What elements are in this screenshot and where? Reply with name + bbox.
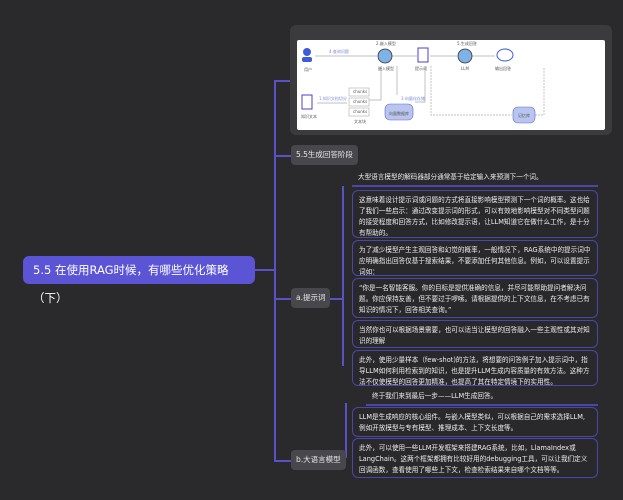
svg-text:chunks: chunks: [353, 89, 367, 94]
svg-text:输出回答: 输出回答: [495, 65, 511, 71]
connector: [274, 155, 291, 157]
embedding-model-icon: [377, 48, 393, 64]
svg-text:chunks: chunks: [353, 109, 367, 114]
connector: [255, 269, 274, 271]
svg-text:文本块: 文本块: [354, 118, 366, 124]
prompt-item[interactable]: 为了减少模型产生主观回答和幻觉的概率，一般情况下，RAG系统中的提示词中应明确指…: [352, 240, 598, 276]
connector: [345, 403, 347, 458]
svg-text:1.知识文档切分: 1.知识文档切分: [319, 95, 347, 101]
user-icon: [302, 48, 312, 62]
prompt-item[interactable]: 当然你也可以根据场景需要，也可以适当让模型的回答融入一些主观性或其对知识的理解: [352, 320, 598, 348]
svg-text:嵌入模型: 嵌入模型: [378, 65, 394, 71]
node-answer-stage[interactable]: 5.5生成回答阶段: [291, 145, 358, 165]
svg-text:chunks: chunks: [353, 99, 367, 104]
svg-text:2.嵌入模型: 2.嵌入模型: [376, 40, 396, 46]
svg-text:LLM: LLM: [461, 66, 469, 71]
llm-item[interactable]: LLM是生成响应的核心组件。与嵌入模型类似，可以根据自己的需求选择LLM,例如开…: [352, 407, 598, 437]
prompt-item[interactable]: 此外，使用少量样本（few-shot)的方法，将想要的问答例子加入提示词中，指导…: [352, 350, 598, 386]
prompt-item[interactable]: 这意味着设计提示词或问题的方式将直接影响模型预测下一个词的概率。这也给了我们一些…: [352, 190, 598, 238]
memory-db-icon: [512, 106, 536, 124]
prompt-doc-icon: [417, 47, 429, 63]
chat-bubble-icon: [496, 48, 514, 62]
connector: [274, 80, 290, 82]
svg-text:向量数据库: 向量数据库: [389, 110, 409, 116]
connector: [342, 186, 344, 366]
vector-db-icon: [384, 103, 414, 121]
svg-text:3.向量化存储: 3.向量化存储: [401, 95, 425, 101]
svg-text:知识文本: 知识文本: [301, 113, 317, 119]
connector: [274, 298, 291, 300]
svg-text:提示词: 提示词: [415, 65, 427, 71]
node-llm[interactable]: b.大语言模型: [291, 450, 346, 470]
svg-text:4.查询问题: 4.查询问题: [329, 48, 349, 54]
root-topic[interactable]: 5.5 在使用RAG时候，有哪些优化策略（下）: [23, 256, 255, 305]
prompt-item[interactable]: 大型语言模型的解码器部分通常基于给定输入来预测下一个词。: [352, 170, 598, 187]
svg-text:记忆库: 记忆库: [518, 112, 530, 118]
svg-text:用户: 用户: [304, 66, 312, 72]
knowledge-doc-icon: [301, 94, 313, 110]
node-prompt[interactable]: a.提示词: [291, 288, 331, 308]
connector: [330, 298, 342, 300]
llm-icon: [457, 48, 473, 64]
llm-item[interactable]: 此外，可以使用一些LLM开发框架来搭建RAG系统，比如，LlamaIndex或L…: [352, 438, 598, 478]
connector: [274, 80, 276, 460]
llm-item[interactable]: 终于我们来到最后一步——LLM生成回答。: [366, 389, 598, 406]
prompt-item[interactable]: “你是一名智能客服。你的目标是提供准确的信息，并尽可能帮助提问者解决问题。你应保…: [352, 278, 598, 318]
connector: [274, 460, 291, 462]
svg-text:5.生成回答: 5.生成回答: [457, 40, 477, 46]
